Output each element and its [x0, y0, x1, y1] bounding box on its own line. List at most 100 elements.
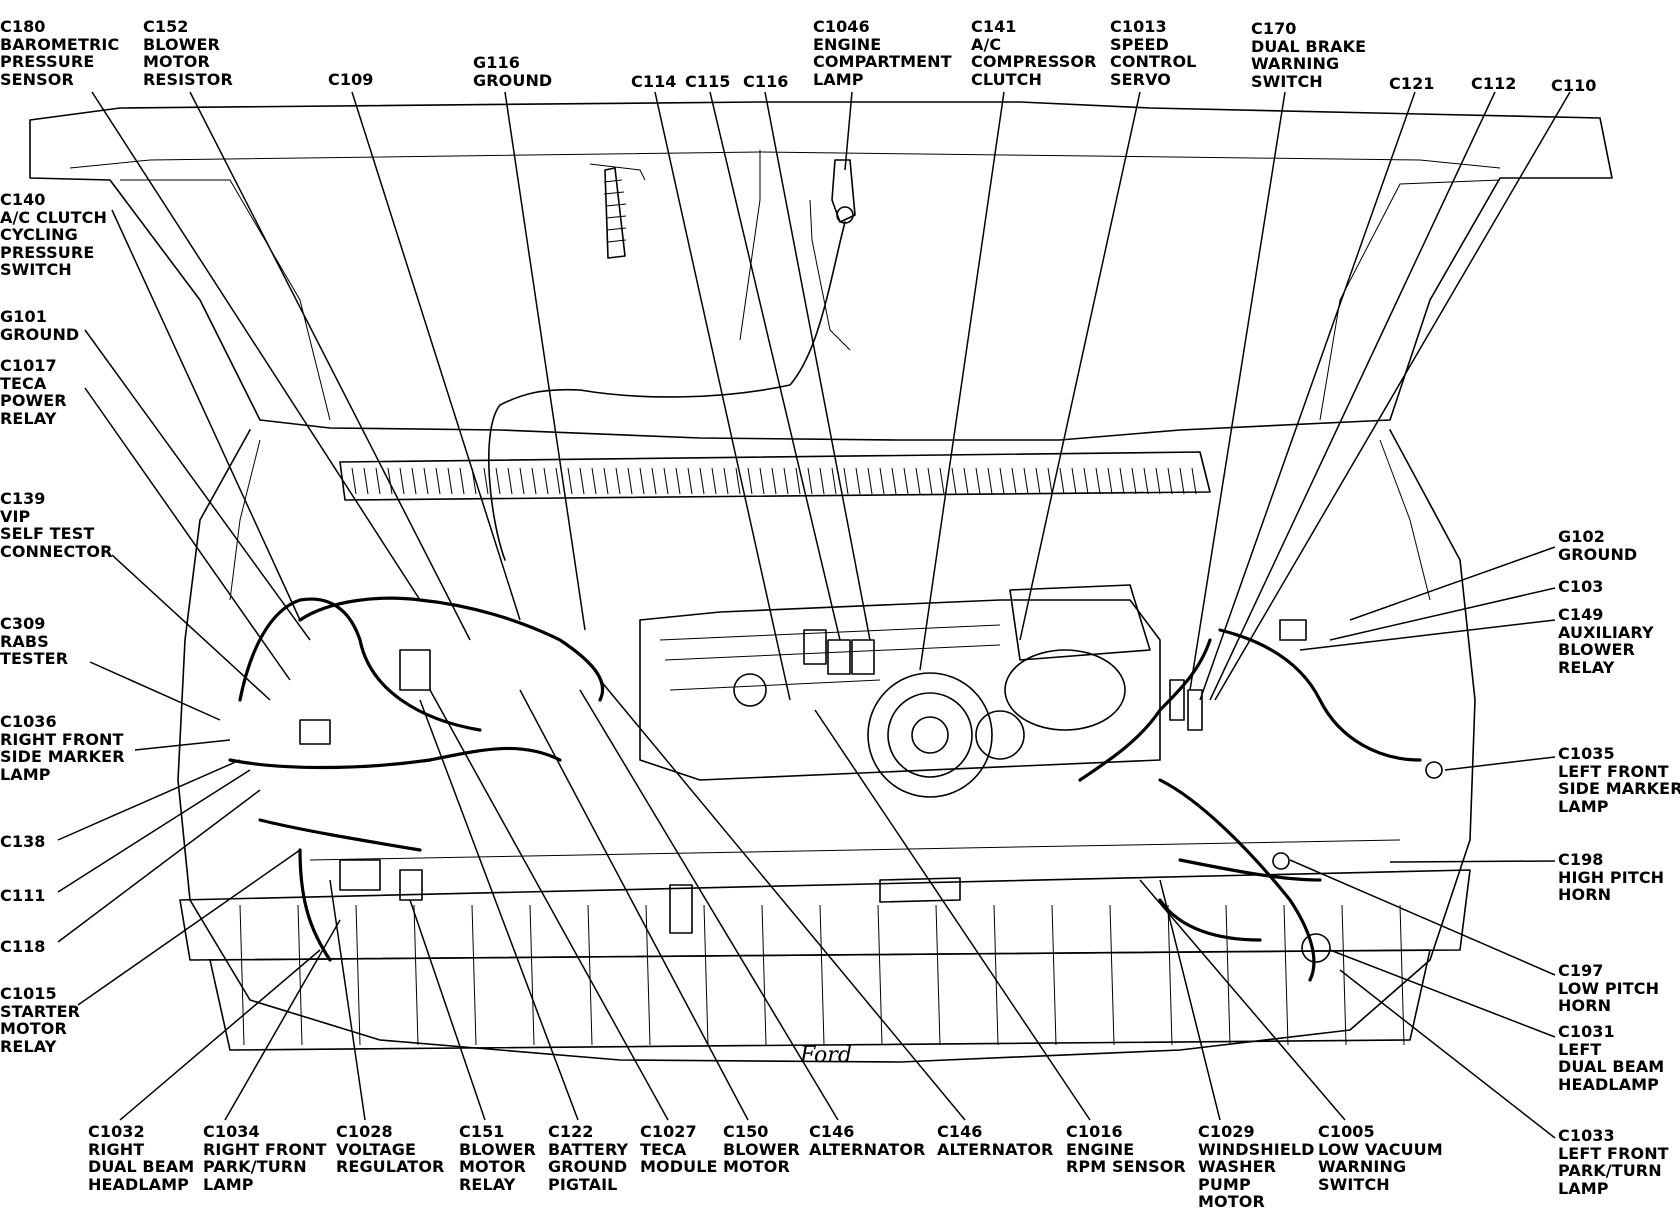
leader-line [1019, 91, 1141, 641]
label-c139-vip-self-test-connector: C139 VIP SELF TEST CONNECTOR [0, 489, 113, 561]
leader-line [224, 919, 341, 1121]
leader-line [919, 91, 1005, 671]
label-c138: C138 [0, 832, 46, 851]
label-c122-battery-ground-pigtail: C122 BATTERY GROUND PIGTAIL [548, 1122, 629, 1194]
label-c1016-engine-rpm-sensor: C1016 ENGINE RPM SENSOR [1066, 1122, 1186, 1176]
engine-lamp-drawing [488, 159, 856, 561]
leader-line [709, 91, 841, 641]
label-c170-dual-brake-warning-switch: C170 DUAL BRAKE WARNING SWITCH [1251, 19, 1367, 91]
label-c150-blower-motor: C150 BLOWER MOTOR [723, 1122, 800, 1176]
hood-prop-spring [589, 163, 646, 259]
leader-line [1329, 949, 1556, 1038]
leader-line [1329, 587, 1556, 641]
label-c118: C118 [0, 937, 46, 956]
label-c115: C115 [685, 72, 731, 91]
grille [179, 839, 1471, 1051]
label-c111: C111 [0, 886, 46, 905]
leader-line [844, 91, 853, 171]
cowl-vent [339, 451, 1211, 501]
leader-line [599, 679, 966, 1121]
leader-line [91, 91, 421, 601]
label-g102-ground: G102 GROUND [1558, 527, 1638, 564]
label-c1029-windshield-washer-pump-motor: C1029 WINDSHIELD WASHER PUMP MOTOR [1198, 1122, 1315, 1211]
leader-line [189, 91, 471, 641]
leader-line [1214, 91, 1571, 701]
leader-line [519, 689, 749, 1121]
leader-line [77, 849, 301, 1006]
leader-line [1299, 619, 1556, 651]
leader-line [89, 661, 221, 721]
connector-blocks [299, 619, 1443, 963]
leader-line [1199, 91, 1416, 701]
label-c1015-starter-motor-relay: C1015 STARTER MOTOR RELAY [0, 984, 81, 1056]
leader-line [1189, 91, 1286, 691]
leader-line [84, 387, 291, 681]
engine-block [639, 584, 1161, 903]
leader-line [429, 689, 669, 1121]
leader-line [1159, 879, 1221, 1121]
leader-line [1349, 546, 1556, 621]
label-c1032-right-dual-beam-headlamp: C1032 RIGHT DUAL BEAM HEADLAMP [88, 1122, 195, 1194]
leader-line [579, 689, 839, 1121]
label-c110: C110 [1551, 76, 1597, 95]
label-c1017-teca-power-relay: C1017 TECA POWER RELAY [0, 356, 67, 428]
label-c149-auxiliary-blower-relay: C149 AUXILIARY BLOWER RELAY [1558, 605, 1654, 677]
label-c146-alternator-b: C146 ALTERNATOR [937, 1122, 1054, 1159]
label-c1036-right-front-side-marker-lamp: C1036 RIGHT FRONT SIDE MARKER LAMP [0, 712, 125, 784]
leader-line [119, 949, 321, 1121]
leader-line [57, 769, 251, 893]
leader-line [764, 91, 871, 641]
label-c1005-low-vacuum-warning-switch: C1005 LOW VACUUM WARNING SWITCH [1318, 1122, 1443, 1194]
leader-line [1444, 756, 1556, 771]
leader-line [814, 709, 1091, 1121]
label-c309-rabs-tester: C309 RABS TESTER [0, 614, 69, 668]
label-c1034-right-front-park-turn-lamp: C1034 RIGHT FRONT PARK/TURN LAMP [203, 1122, 327, 1194]
label-c109: C109 [328, 70, 374, 89]
leader-line [111, 554, 271, 701]
label-c1028-voltage-regulator: C1028 VOLTAGE REGULATOR [336, 1122, 445, 1176]
label-c151-blower-motor-relay: C151 BLOWER MOTOR RELAY [459, 1122, 536, 1194]
leader-line [419, 699, 579, 1121]
label-g101-ground: G101 GROUND [0, 307, 80, 344]
leader-line [57, 759, 241, 841]
leader-line [1289, 859, 1556, 976]
label-c180-barometric-pressure-sensor: C180 BAROMETRIC PRESSURE SENSOR [0, 17, 120, 89]
leader-line [504, 91, 586, 631]
label-c1027-teca-module: C1027 TECA MODULE [640, 1122, 718, 1176]
label-c1033-left-front-park-turn-lamp: C1033 LEFT FRONT PARK/TURN LAMP [1558, 1126, 1669, 1198]
label-c1046-engine-compartment-lamp: C1046 ENGINE COMPARTMENT LAMP [813, 17, 952, 89]
leader-line [1139, 879, 1346, 1121]
label-c114: C114 [631, 72, 677, 91]
leader-line [409, 899, 486, 1121]
leader-line [57, 789, 261, 943]
label-c112: C112 [1471, 74, 1517, 93]
label-c103: C103 [1558, 577, 1604, 596]
leader-line [1339, 969, 1556, 1139]
leader-line [134, 739, 231, 751]
label-c1035-left-front-side-marker-lamp: C1035 LEFT FRONT SIDE MARKER LAMP [1558, 744, 1680, 816]
label-c197-low-pitch-horn: C197 LOW PITCH HORN [1558, 961, 1660, 1015]
label-c146-alternator-a: C146 ALTERNATOR [809, 1122, 926, 1159]
label-c198-high-pitch-horn: C198 HIGH PITCH HORN [1558, 850, 1665, 904]
leader-lines [57, 91, 1571, 1139]
label-c116-top: C116 [743, 72, 789, 91]
label-c152-blower-motor-resistor: C152 BLOWER MOTOR RESISTOR [143, 17, 233, 89]
ford-script: Ford [799, 1043, 852, 1068]
leader-line [1209, 91, 1496, 701]
fender-outlines [177, 429, 1476, 1063]
leader-line [84, 329, 311, 641]
label-c141-ac-compressor-clutch: C141 A/C COMPRESSOR CLUTCH [971, 17, 1097, 89]
label-c1031-left-dual-beam-headlamp: C1031 LEFT DUAL BEAM HEADLAMP [1558, 1022, 1665, 1094]
label-g116-ground: G116 GROUND [473, 53, 553, 90]
label-c1013-speed-control-servo: C1013 SPEED CONTROL SERVO [1110, 17, 1197, 89]
leader-line [111, 209, 301, 621]
leader-line [654, 91, 791, 701]
leader-line [351, 91, 521, 621]
hood-outline [29, 101, 1613, 441]
wiring-harness [228, 596, 1422, 982]
leader-line [1389, 860, 1556, 863]
label-c140-ac-clutch-cycling-pressure-switch: C140 A/C CLUTCH CYCLING PRESSURE SWITCH [0, 190, 107, 279]
leader-line [329, 879, 366, 1121]
